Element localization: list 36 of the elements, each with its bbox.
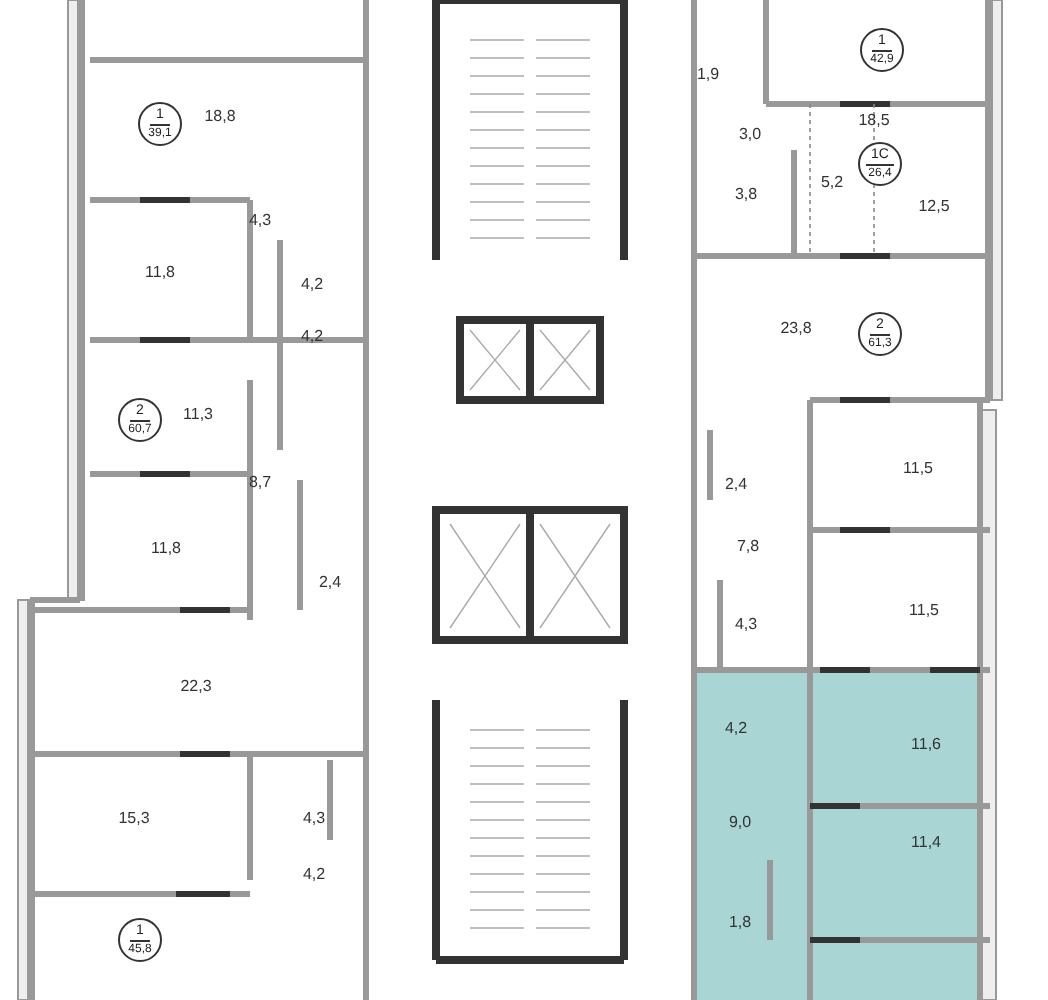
room-area: 11,4 <box>911 833 941 851</box>
room-area: 15,3 <box>118 809 150 827</box>
room-area: 7,8 <box>736 537 760 555</box>
room-area: 2,4 <box>318 573 342 591</box>
apartment-badge <box>138 102 182 146</box>
room-area: 11,8 <box>145 263 175 281</box>
room-area: 5,2 <box>820 173 844 191</box>
room-area: 9,0 <box>728 813 752 831</box>
room-area: 8,7 <box>248 473 272 491</box>
apartment-badge <box>860 28 904 72</box>
room-area: 4,2 <box>302 865 326 883</box>
room-area: 4,3 <box>734 615 758 633</box>
room-area: 18,8 <box>204 107 236 125</box>
room-area: 1,8 <box>728 913 752 931</box>
room-area: 4,2 <box>724 719 748 737</box>
apartment-badge <box>118 398 162 442</box>
apartment-badge <box>858 312 902 356</box>
room-area: 4,2 <box>300 327 324 345</box>
room-area: 3,0 <box>738 125 762 143</box>
room-area: 22,3 <box>180 677 212 695</box>
room-area: 11,5 <box>909 601 939 619</box>
room-area: 4,3 <box>248 211 272 229</box>
room-area: 11,3 <box>183 405 213 423</box>
room-area: 3,8 <box>734 185 758 203</box>
room-area: 4,2 <box>300 275 324 293</box>
room-area: 12,5 <box>918 197 950 215</box>
apartment-badge <box>118 918 162 962</box>
room-area: 11,6 <box>911 735 941 753</box>
room-area: 2,4 <box>724 475 748 493</box>
room-area: 23,8 <box>780 319 812 337</box>
room-area: 11,8 <box>151 539 181 557</box>
apartment-badge <box>858 142 902 186</box>
room-area: 11,5 <box>903 459 933 477</box>
room-area: 4,3 <box>302 809 326 827</box>
room-area: 1,9 <box>696 65 720 83</box>
room-area: 18,5 <box>858 111 890 129</box>
